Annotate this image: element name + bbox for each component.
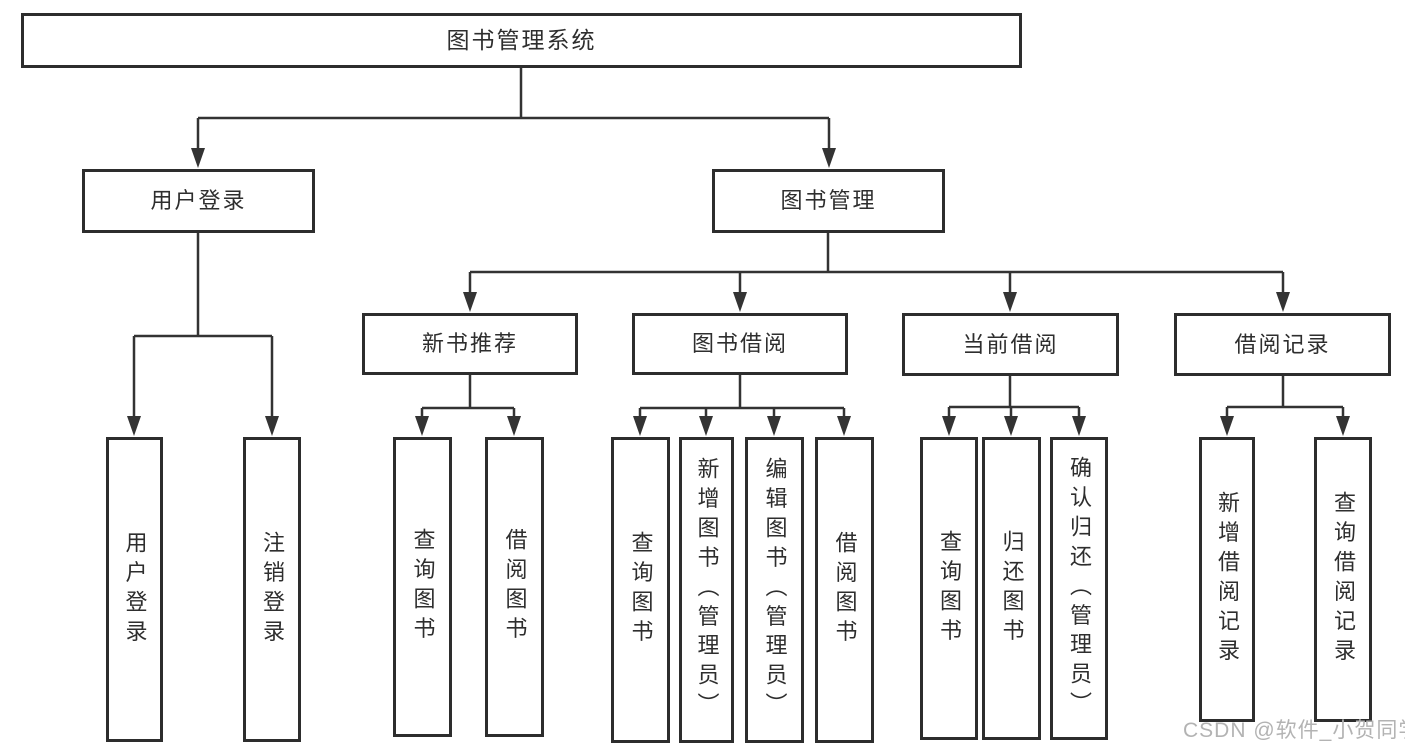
node-leaf-borrow-books: 借阅图书 [815,437,874,743]
node-leaf-query-borrow-record: 查询借阅记录 [1314,437,1372,722]
node-leaf-add-books: 新增图书（管理员） [679,437,734,743]
node-book-borrow: 图书借阅 [632,313,848,375]
node-leaf-return-books-label: 归还图书 [999,529,1025,648]
node-leaf-confirm-return: 确认归还（管理员） [1050,437,1108,740]
node-new-book-rec-label: 新书推荐 [421,331,518,356]
node-book-mgmt-group-label: 图书管理 [780,188,877,213]
node-leaf-confirm-return-label: 确认归还（管理员） [1067,455,1092,722]
node-leaf-user-login-label: 用户登录 [122,530,148,649]
node-leaf-add-borrow-record-label: 新增借阅记录 [1215,491,1240,668]
node-leaf-query-books-borrow-label: 查询图书 [628,531,654,649]
node-leaf-query-borrow-record-label: 查询借阅记录 [1331,491,1356,668]
node-leaf-borrow-books-label: 借阅图书 [832,531,858,649]
node-leaf-add-borrow-record: 新增借阅记录 [1199,437,1255,722]
node-leaf-user-login: 用户登录 [106,437,163,742]
node-leaf-borrow-books-rec: 借阅图书 [485,437,544,737]
node-user-login-group-label: 用户登录 [150,188,247,213]
node-leaf-logout: 注销登录 [243,437,301,742]
node-leaf-edit-books: 编辑图书（管理员） [745,437,804,743]
csdn-watermark: CSDN @软件_小贺同学 [1183,719,1405,742]
node-borrow-records: 借阅记录 [1174,313,1391,376]
node-leaf-add-books-label: 新增图书（管理员） [694,457,720,723]
node-leaf-query-books-rec: 查询图书 [393,437,452,737]
node-current-borrow-label: 当前借阅 [962,331,1059,357]
node-leaf-return-books: 归还图书 [982,437,1041,740]
node-leaf-logout-label: 注销登录 [260,530,285,649]
node-user-login-group: 用户登录 [82,169,315,233]
node-root-label: 图书管理系统 [446,27,597,53]
node-new-book-rec: 新书推荐 [362,313,578,375]
node-borrow-records-label: 借阅记录 [1234,331,1331,357]
node-leaf-query-books-current: 查询图书 [920,437,978,740]
node-leaf-query-books-rec-label: 查询图书 [410,528,436,646]
node-leaf-query-books-borrow: 查询图书 [611,437,670,743]
node-root: 图书管理系统 [21,13,1022,68]
node-current-borrow: 当前借阅 [902,313,1119,376]
node-book-borrow-label: 图书借阅 [691,331,788,356]
node-leaf-edit-books-label: 编辑图书（管理员） [762,457,788,723]
node-leaf-borrow-books-rec-label: 借阅图书 [502,528,528,646]
node-leaf-query-books-current-label: 查询图书 [937,529,962,648]
node-book-mgmt-group: 图书管理 [712,169,945,233]
arrowheads [127,148,1350,436]
